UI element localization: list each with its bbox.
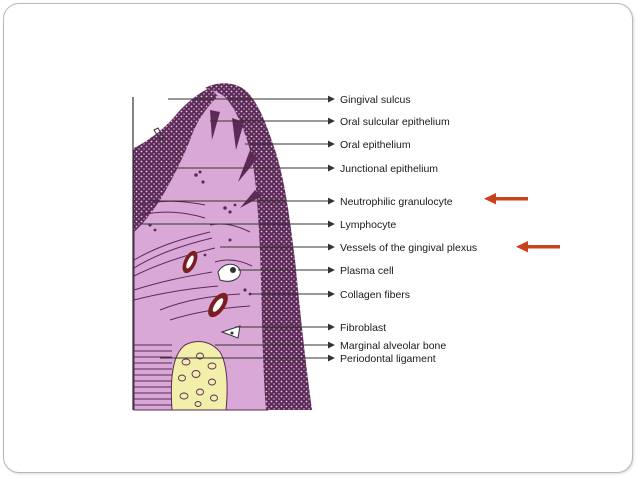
red-arrow-vessels-gingival-plexus xyxy=(516,241,560,253)
label-neutrophilic-granulocyte: Neutrophilic granulocyte xyxy=(340,196,453,208)
periodontal-ligament-lines xyxy=(134,344,172,406)
bone-trabeculae xyxy=(178,352,218,407)
label-gingival-sulcus: Gingival sulcus xyxy=(340,94,411,106)
label-collagen-fibers: Collagen fibers xyxy=(340,289,410,301)
label-oral-sulcular-epithelium: Oral sulcular epithelium xyxy=(340,116,450,128)
slide-frame xyxy=(3,3,633,473)
label-lymphocyte: Lymphocyte xyxy=(340,219,396,231)
highlight-arrows xyxy=(484,193,560,253)
label-marginal-alveolar-bone: Marginal alveolar bone xyxy=(340,340,446,352)
label-vessels-gingival-plexus: Vessels of the gingival plexus xyxy=(340,242,477,254)
junctional-epithelium-dots xyxy=(134,88,218,232)
fibroblast-shape xyxy=(220,325,241,339)
red-arrow-neutrophilic-granulocyte xyxy=(484,193,528,205)
label-fibroblast: Fibroblast xyxy=(340,322,386,334)
sulcus-cell xyxy=(153,127,165,141)
rete-pegs xyxy=(210,110,262,208)
oral-epithelium-dots xyxy=(205,83,312,411)
label-junctional-epithelium: Junctional epithelium xyxy=(340,163,438,175)
leader-lines xyxy=(140,95,335,362)
collagen-fiber-lines xyxy=(133,200,253,321)
label-periodontal-ligament: Periodontal ligament xyxy=(340,353,436,365)
label-plasma-cell: Plasma cell xyxy=(340,265,394,277)
label-group: Gingival sulcus Oral sulcular epithelium… xyxy=(340,94,477,365)
label-oral-epithelium: Oral epithelium xyxy=(340,139,411,151)
vessels xyxy=(182,250,228,318)
